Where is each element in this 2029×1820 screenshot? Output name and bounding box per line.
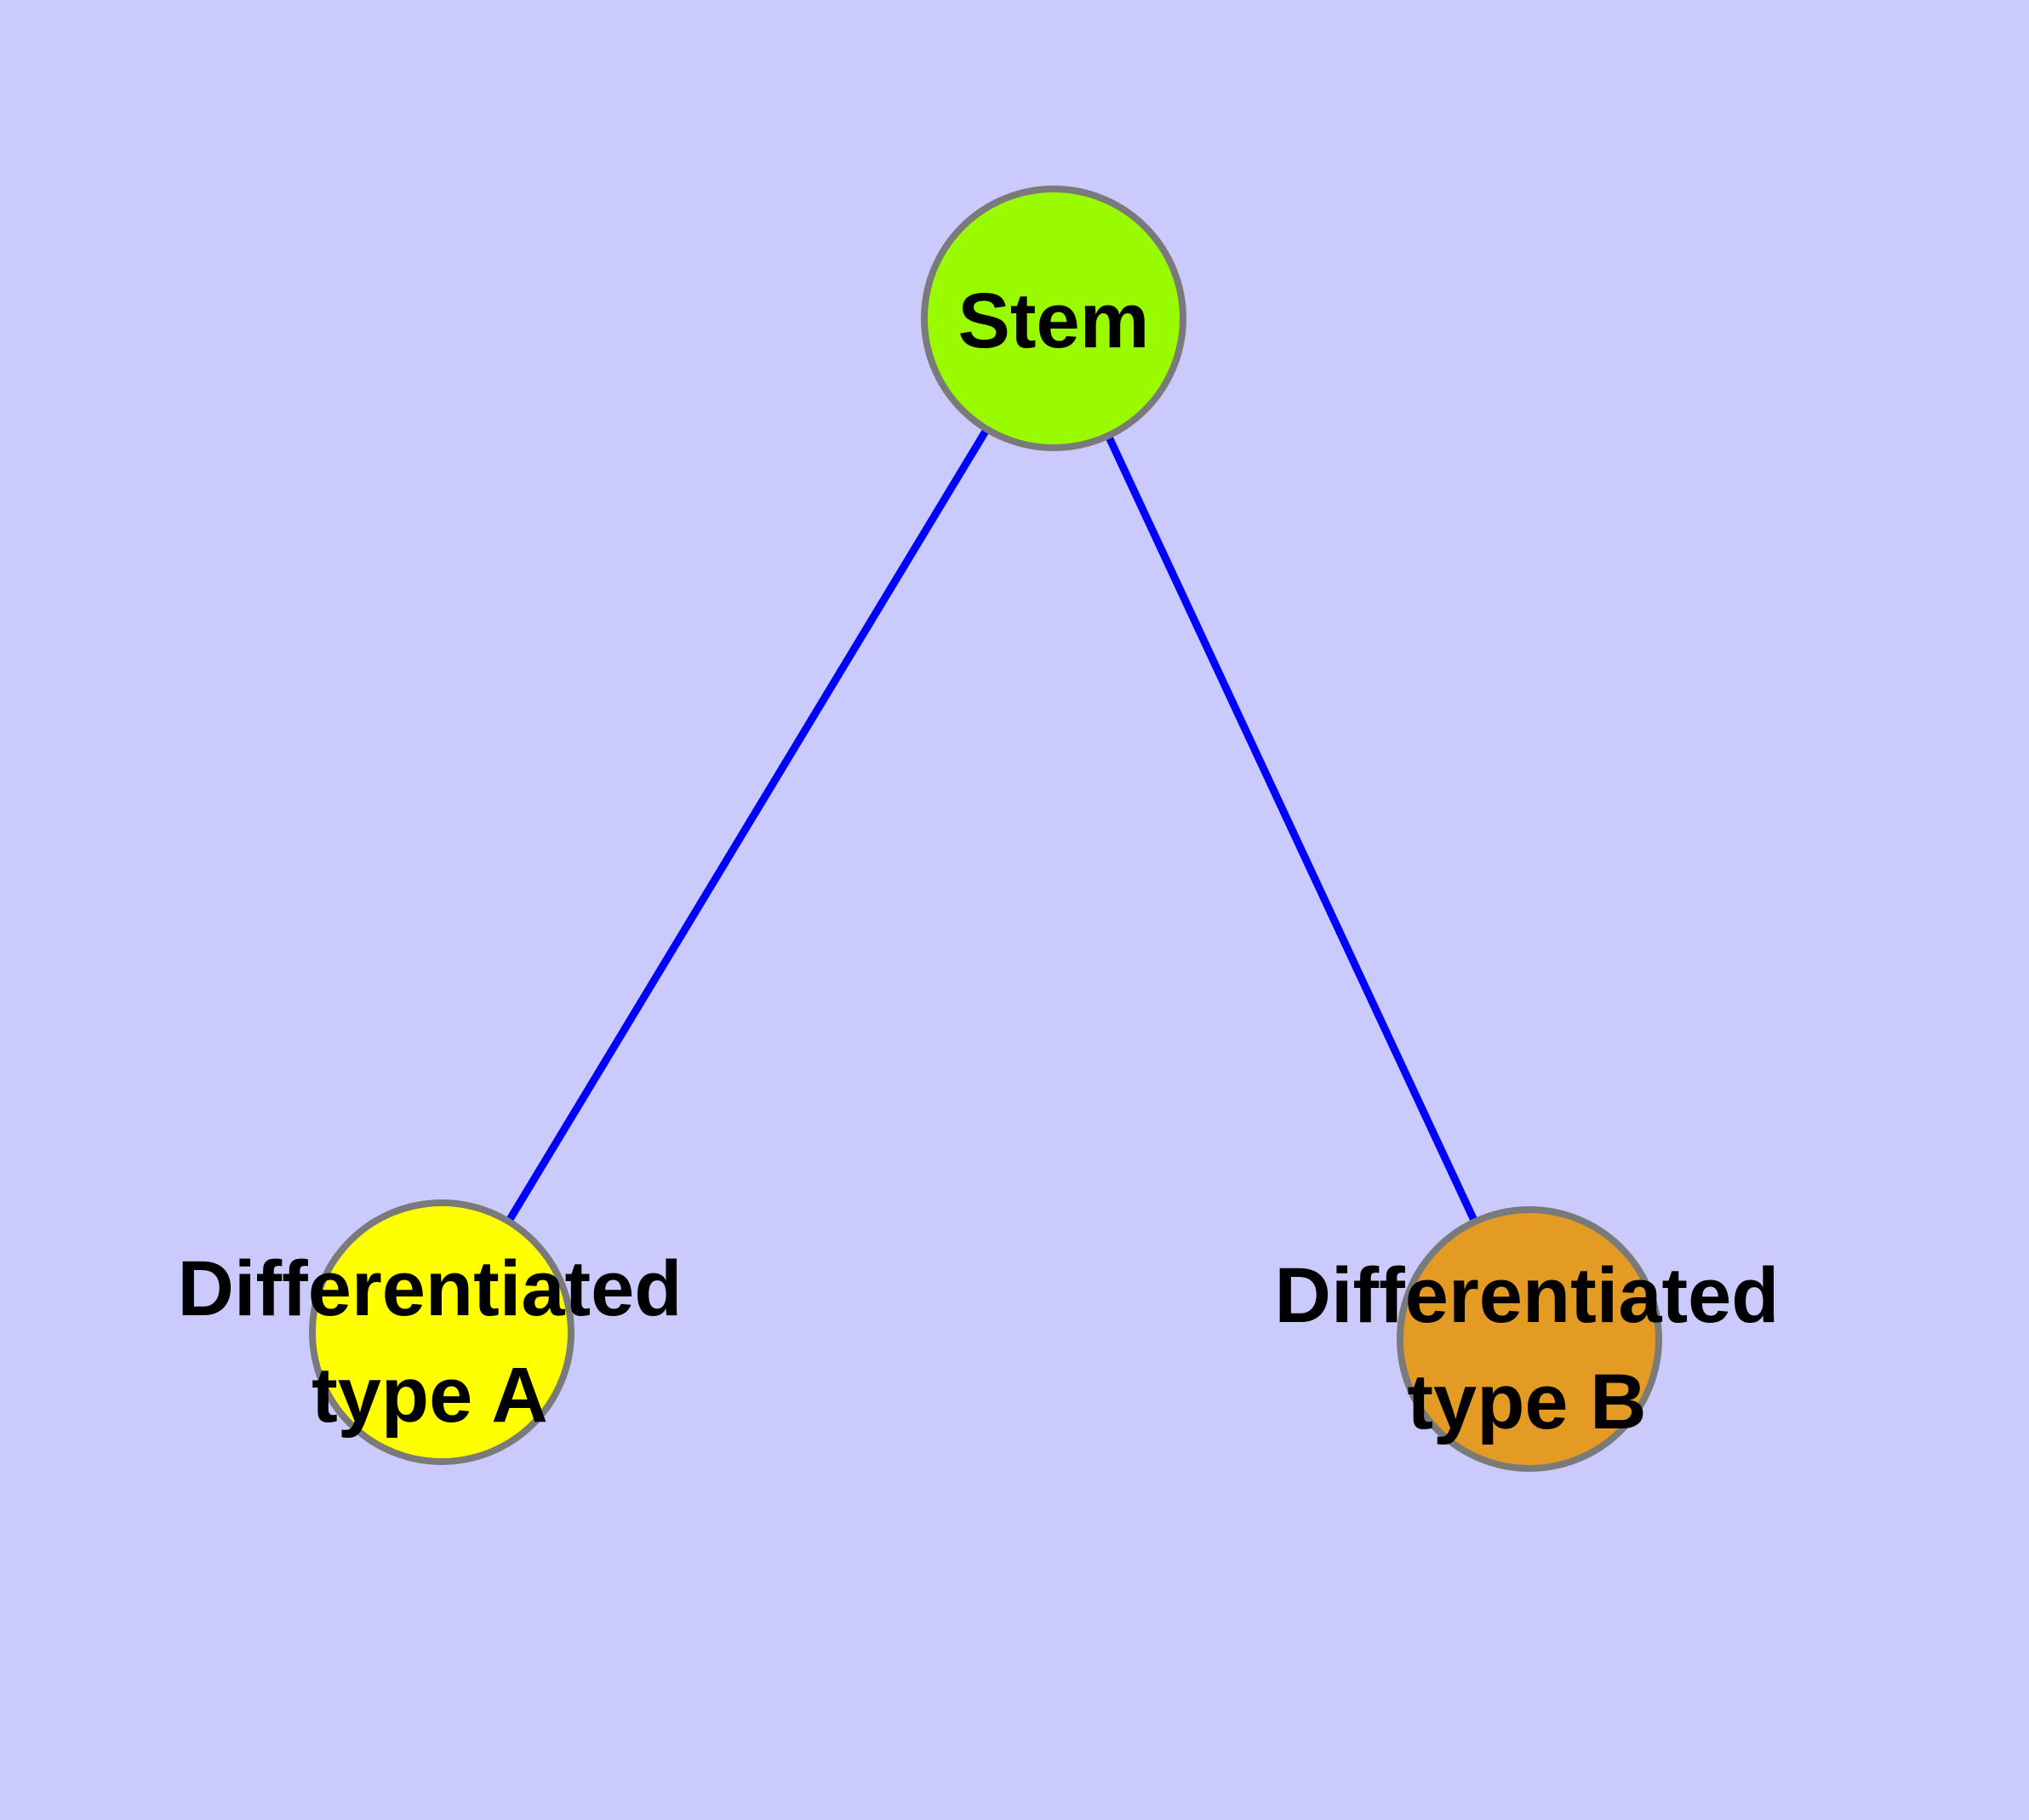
edge-layer xyxy=(438,316,1534,1341)
node-differentiated-type-b-label-line1: Differentiated xyxy=(1275,1252,1780,1339)
edge-stem-to-type-a xyxy=(438,316,1057,1335)
node-differentiated-type-b-label-line2: type B xyxy=(1407,1359,1646,1445)
node-stem: Stem xyxy=(921,186,1186,451)
node-stem-label: Stem xyxy=(958,278,1150,364)
node-differentiated-type-a: Differentiated type A xyxy=(178,1199,683,1465)
node-differentiated-type-a-label-line2: type A xyxy=(311,1352,548,1439)
node-stem-circle xyxy=(921,186,1186,451)
edge-stem-to-type-b xyxy=(1049,317,1534,1341)
node-differentiated-type-b-circle xyxy=(1397,1206,1662,1472)
node-differentiated-type-a-circle xyxy=(309,1199,574,1465)
node-differentiated-type-b: Differentiated type B xyxy=(1275,1206,1780,1472)
node-differentiated-type-a-label-line1: Differentiated xyxy=(178,1245,683,1332)
